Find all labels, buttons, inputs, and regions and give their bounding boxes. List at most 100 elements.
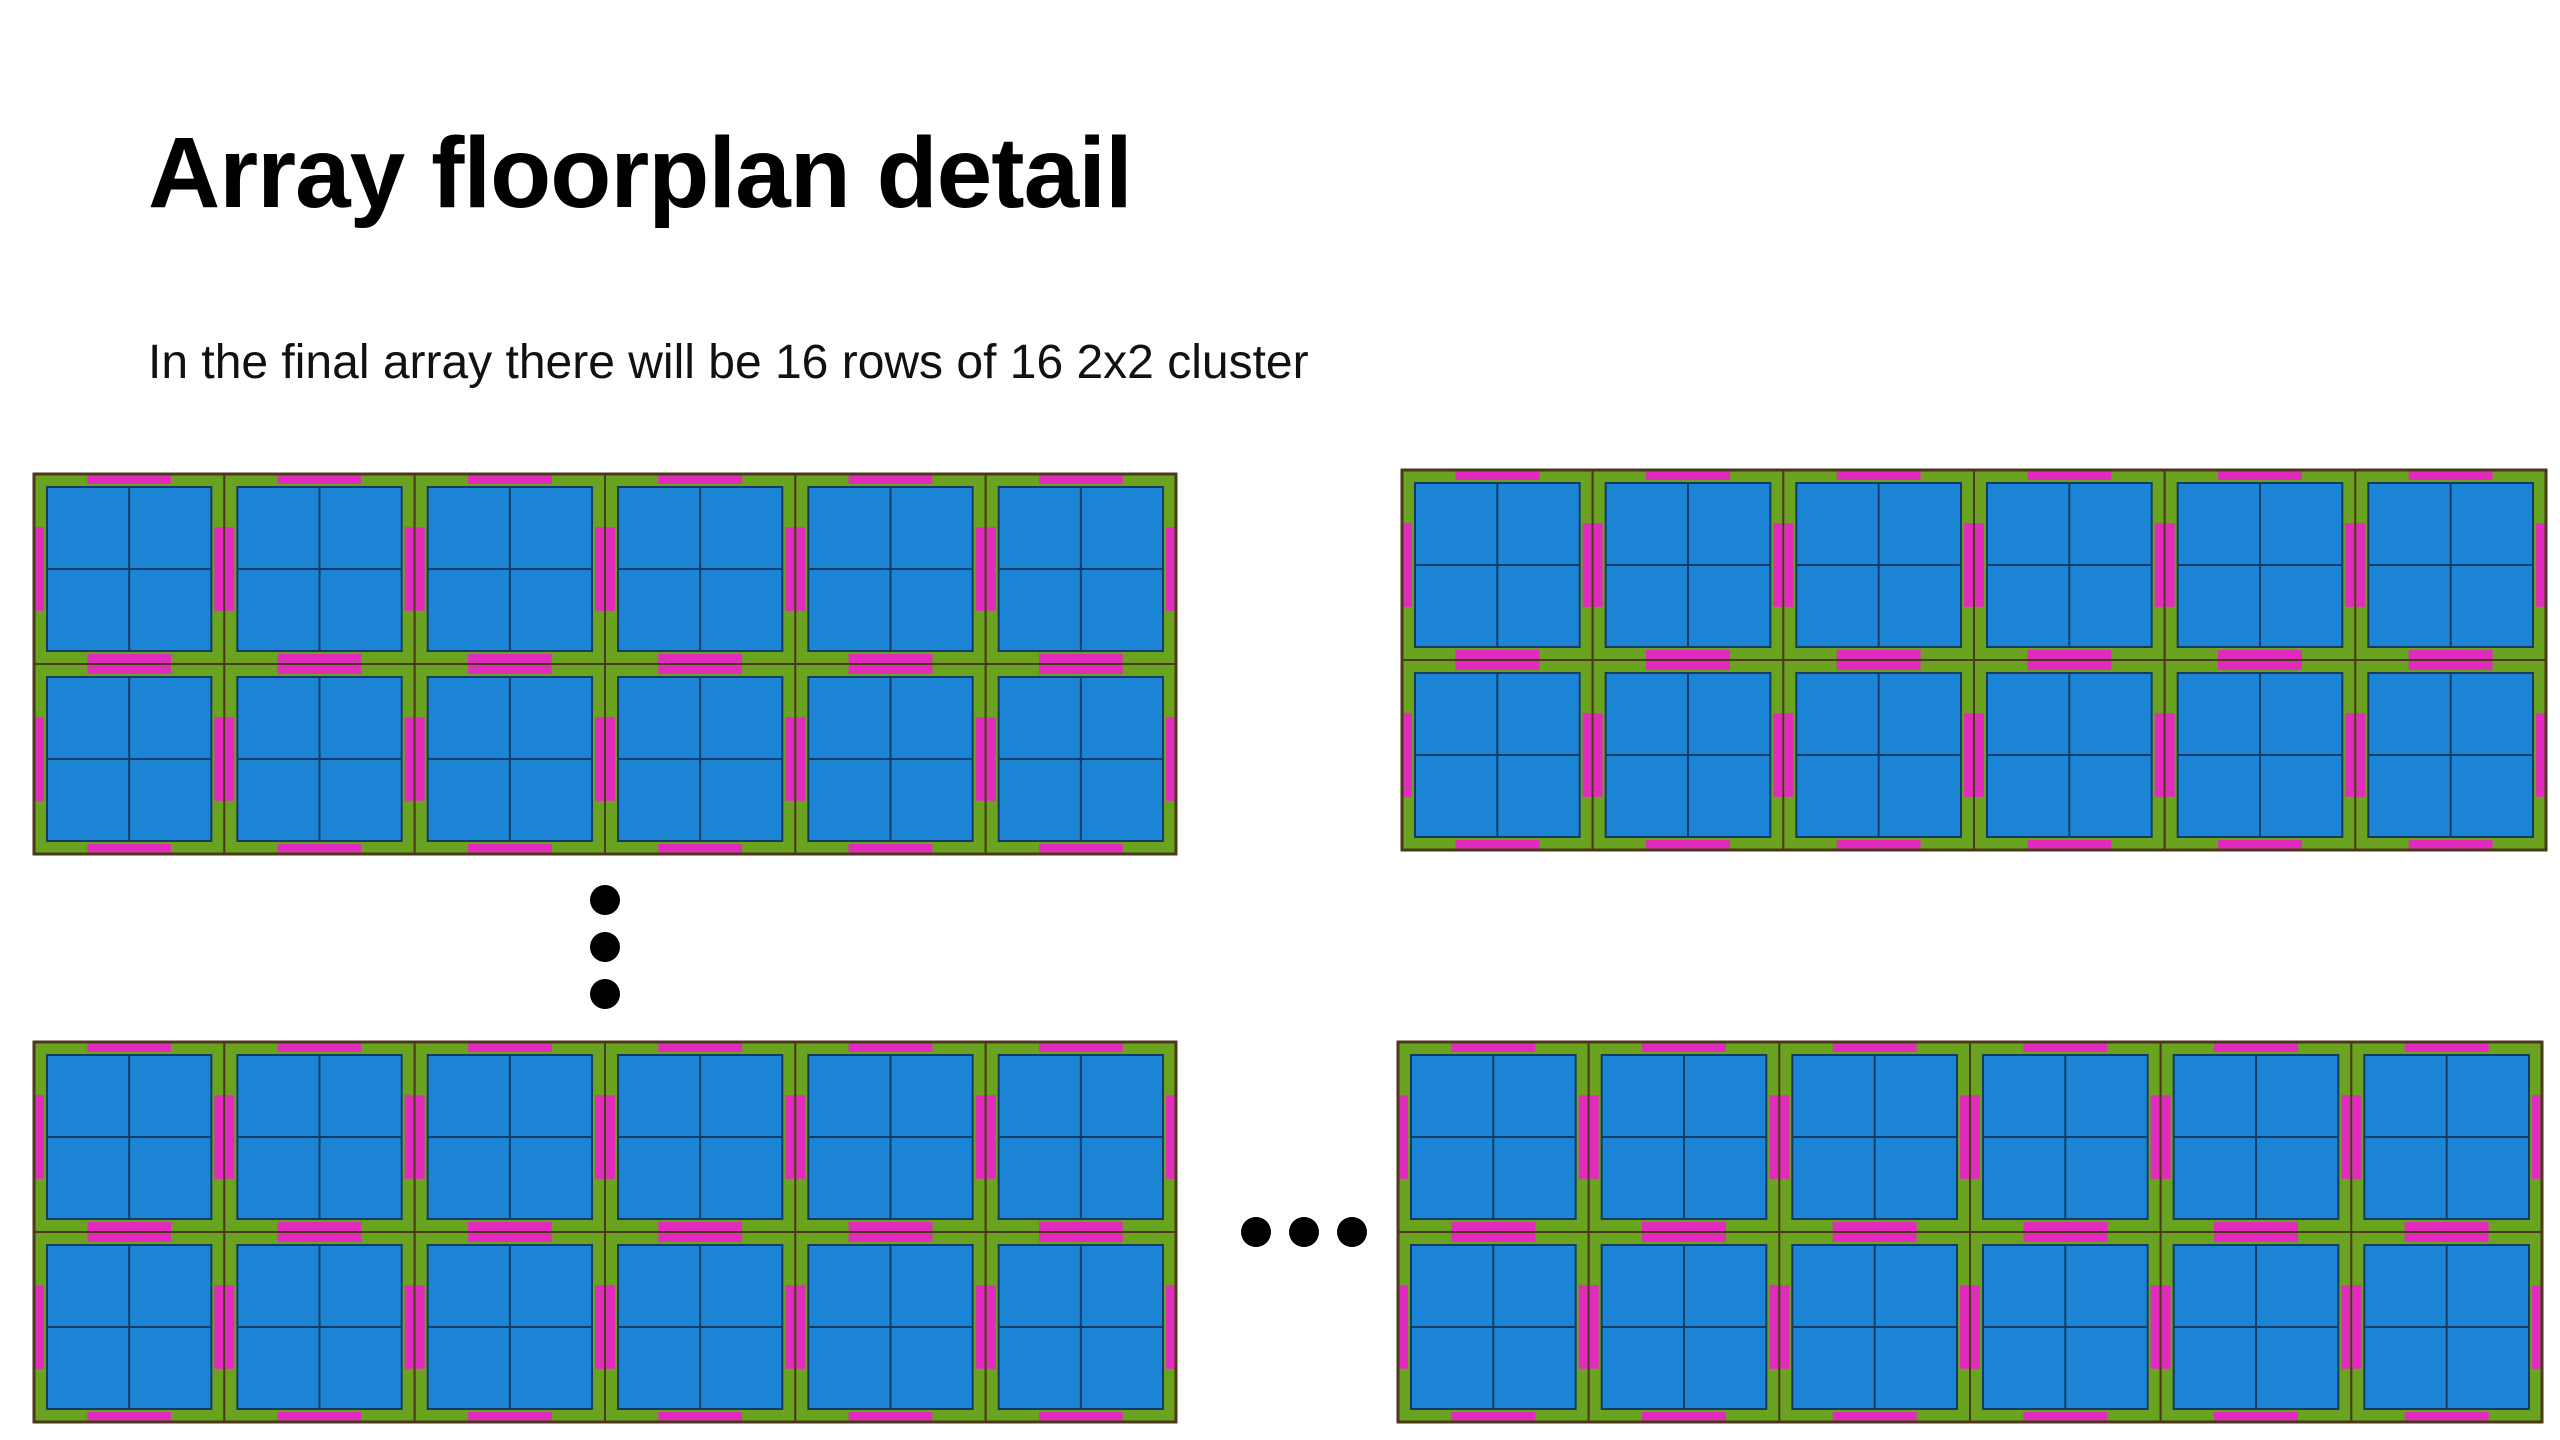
link-segment bbox=[848, 475, 933, 484]
link-segment bbox=[2352, 1285, 2362, 1369]
cluster-tile bbox=[2350, 1041, 2543, 1233]
link-segment bbox=[2532, 1095, 2541, 1179]
link-segment bbox=[35, 1095, 44, 1179]
link-segment bbox=[595, 1285, 604, 1369]
link-segment bbox=[404, 717, 414, 801]
link-segment bbox=[658, 1043, 743, 1052]
cluster-tile bbox=[1397, 1231, 1590, 1423]
cluster-tile bbox=[2159, 1041, 2353, 1233]
link-segment bbox=[35, 527, 44, 611]
cluster-tile bbox=[1587, 1231, 1781, 1423]
link-segment bbox=[2165, 523, 2175, 607]
link-segment bbox=[415, 1095, 425, 1179]
link-segment bbox=[2218, 840, 2302, 849]
link-segment bbox=[658, 1412, 743, 1421]
link-segment bbox=[1399, 1095, 1408, 1179]
block-outline bbox=[32, 1040, 1178, 1424]
link-segment bbox=[848, 1043, 933, 1052]
link-segment bbox=[415, 1285, 425, 1369]
link-segment bbox=[595, 717, 604, 801]
link-segment bbox=[2023, 1043, 2108, 1052]
link-segment bbox=[1455, 471, 1540, 480]
link-segment bbox=[848, 1222, 933, 1231]
link-segment bbox=[1642, 1222, 1726, 1231]
link-segment bbox=[1642, 1233, 1726, 1242]
link-segment bbox=[35, 1285, 44, 1369]
array-block-top-right bbox=[1400, 468, 2548, 852]
link-segment bbox=[2404, 1222, 2489, 1231]
link-segment bbox=[277, 1043, 362, 1052]
cluster-tile bbox=[33, 473, 226, 665]
cluster-tile bbox=[604, 663, 797, 855]
link-segment bbox=[2165, 713, 2175, 797]
link-segment bbox=[2218, 471, 2302, 480]
link-segment bbox=[658, 1233, 743, 1242]
link-segment bbox=[1836, 661, 1921, 670]
link-segment bbox=[595, 1095, 604, 1179]
link-segment bbox=[1836, 840, 1921, 849]
link-segment bbox=[1593, 523, 1603, 607]
cluster-tile bbox=[413, 663, 606, 855]
link-segment bbox=[2532, 1285, 2541, 1369]
link-segment bbox=[1836, 650, 1921, 659]
link-segment bbox=[2027, 840, 2112, 849]
ellipsis-dot bbox=[1289, 1217, 1319, 1247]
link-segment bbox=[1455, 650, 1540, 659]
link-segment bbox=[214, 527, 224, 611]
link-segment bbox=[404, 527, 414, 611]
cluster-tile bbox=[2163, 659, 2357, 851]
cluster-tile bbox=[223, 663, 416, 855]
link-segment bbox=[1832, 1233, 1917, 1242]
link-segment bbox=[1038, 654, 1123, 663]
cluster-tile bbox=[1778, 1041, 1972, 1233]
cluster-tile bbox=[604, 1231, 797, 1423]
link-segment bbox=[796, 527, 806, 611]
link-segment bbox=[1773, 713, 1783, 797]
slide-subtitle: In the final array there will be 16 rows… bbox=[148, 336, 1309, 389]
link-segment bbox=[87, 654, 172, 663]
array-block-top-left bbox=[32, 472, 1178, 856]
link-segment bbox=[606, 1285, 615, 1369]
link-segment bbox=[1399, 1285, 1408, 1369]
link-segment bbox=[467, 1412, 552, 1421]
array-block-bottom-right bbox=[1396, 1040, 2544, 1424]
cluster-tile bbox=[33, 1041, 226, 1233]
link-segment bbox=[975, 717, 985, 801]
ellipsis-dot bbox=[1337, 1217, 1367, 1247]
link-segment bbox=[606, 1095, 615, 1179]
link-segment bbox=[658, 654, 743, 663]
link-segment bbox=[1646, 650, 1730, 659]
link-segment bbox=[467, 1222, 552, 1231]
link-segment bbox=[214, 717, 224, 801]
link-segment bbox=[1589, 1285, 1599, 1369]
link-segment bbox=[1578, 1285, 1588, 1369]
cluster-tile bbox=[794, 1231, 987, 1423]
ellipsis-dot bbox=[590, 932, 620, 962]
cluster-tile bbox=[223, 1231, 416, 1423]
link-segment bbox=[1451, 1043, 1536, 1052]
link-segment bbox=[277, 1222, 362, 1231]
link-segment bbox=[277, 844, 362, 853]
cluster-tile bbox=[2350, 1231, 2543, 1423]
link-segment bbox=[975, 527, 985, 611]
link-segment bbox=[848, 665, 933, 674]
link-segment bbox=[2218, 650, 2302, 659]
link-segment bbox=[1784, 713, 1794, 797]
cluster-tile bbox=[794, 473, 987, 665]
cluster-tile bbox=[33, 663, 226, 855]
link-segment bbox=[1166, 527, 1175, 611]
block-outline bbox=[1396, 1040, 2544, 1424]
cluster-tile bbox=[413, 1041, 606, 1233]
link-segment bbox=[277, 654, 362, 663]
cluster-tile bbox=[1782, 659, 1976, 851]
link-segment bbox=[2218, 661, 2302, 670]
link-segment bbox=[986, 527, 996, 611]
link-segment bbox=[975, 1285, 985, 1369]
link-segment bbox=[225, 1285, 235, 1369]
link-segment bbox=[87, 1412, 172, 1421]
link-segment bbox=[2023, 1412, 2108, 1421]
link-segment bbox=[2356, 523, 2366, 607]
horizontal-ellipsis bbox=[1241, 1217, 1367, 1247]
link-segment bbox=[1166, 1095, 1175, 1179]
link-segment bbox=[467, 475, 552, 484]
